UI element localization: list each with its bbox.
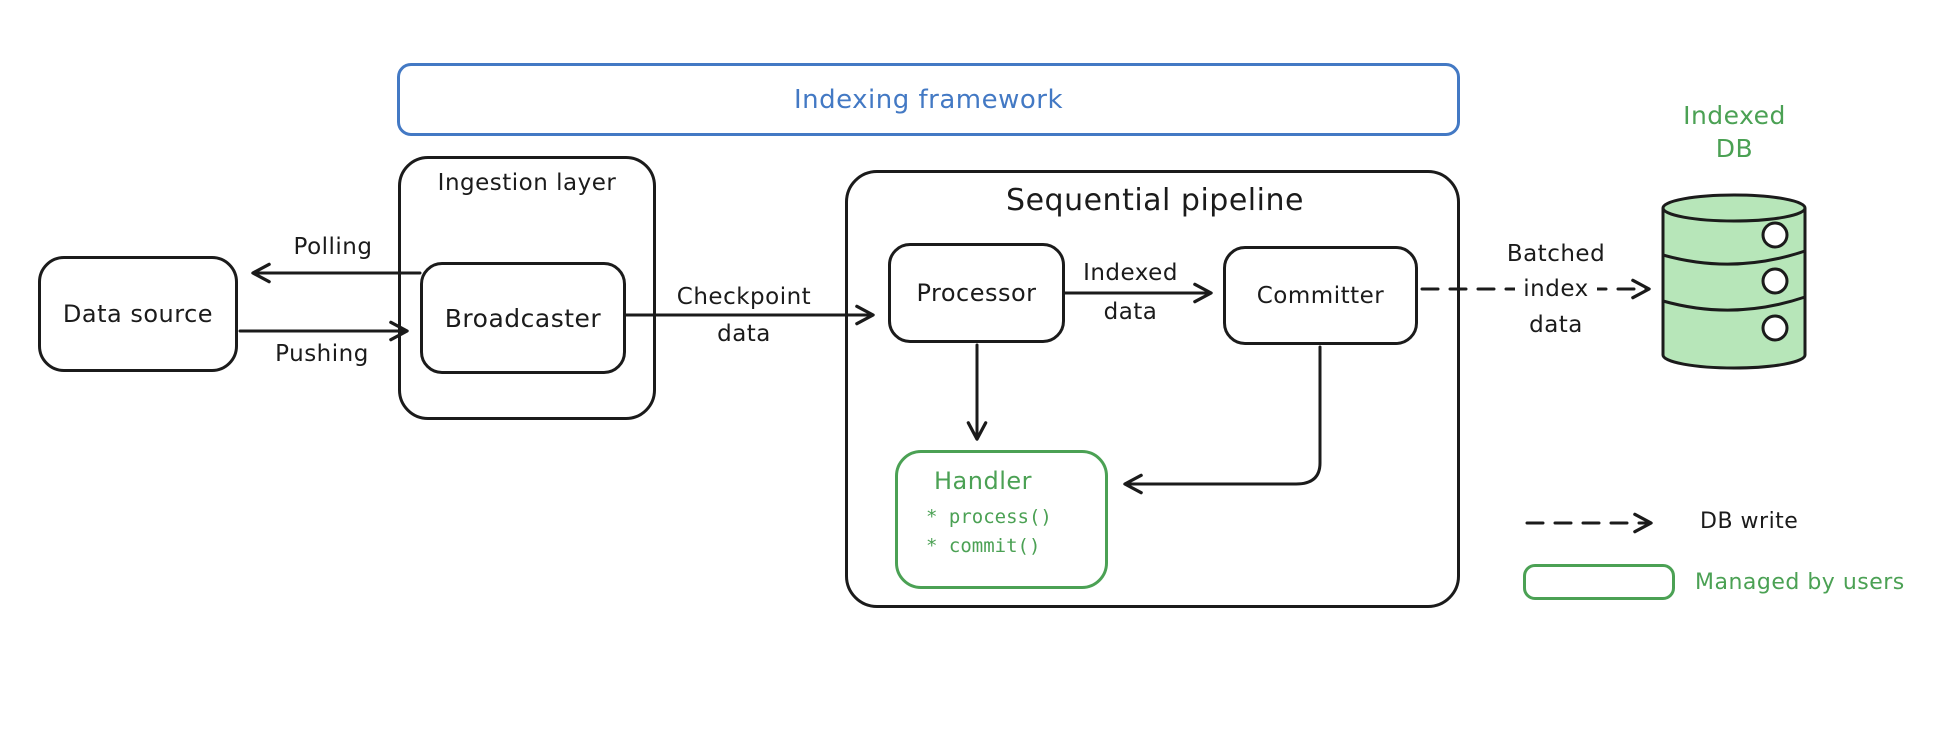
indexing-framework-frame: Indexing framework bbox=[397, 63, 1460, 136]
polling-label: Polling bbox=[293, 234, 373, 260]
indexed-data-label-line2: data bbox=[1103, 299, 1158, 325]
checkpoint-data-label-line2: data bbox=[717, 321, 771, 347]
batched-index-data-label-line2: index bbox=[1480, 276, 1632, 302]
indexed-db-label-line1: Indexed bbox=[1683, 101, 1786, 130]
batched-index-data-label-line2-text: index bbox=[1515, 276, 1597, 302]
database-icon bbox=[1661, 193, 1807, 370]
ingestion-layer-label: Ingestion layer bbox=[437, 170, 617, 196]
ingestion-layer-node bbox=[398, 156, 656, 420]
indexed-db-label-line2: DB bbox=[1715, 133, 1754, 163]
indexed-db-label: Indexed DB bbox=[1662, 100, 1807, 165]
committer-label: Committer bbox=[1256, 282, 1385, 309]
sequential-pipeline-node bbox=[845, 170, 1460, 608]
db-disk-dot-2 bbox=[1761, 267, 1789, 295]
data-source-label: Data source bbox=[62, 300, 214, 328]
handler-node: Handler * process() * commit() bbox=[895, 450, 1108, 589]
batched-index-data-label-line1: Batched bbox=[1506, 241, 1606, 267]
batched-index-data-label-line3: data bbox=[1529, 312, 1583, 338]
sequential-pipeline-label: Sequential pipeline bbox=[1006, 183, 1304, 218]
db-separator-1 bbox=[1662, 249, 1806, 266]
broadcaster-node: Broadcaster bbox=[420, 262, 626, 374]
db-top bbox=[1661, 193, 1807, 223]
legend-db-write-label: DB write bbox=[1700, 509, 1799, 534]
data-source-node: Data source bbox=[38, 256, 238, 372]
db-disk-dot-3 bbox=[1761, 314, 1789, 342]
processor-node: Processor bbox=[888, 243, 1065, 343]
broadcaster-label: Broadcaster bbox=[444, 303, 602, 333]
handler-method-process: * process() bbox=[926, 506, 1052, 528]
committer-node: Committer bbox=[1223, 246, 1418, 345]
checkpoint-data-label-line1: Checkpoint bbox=[676, 284, 812, 310]
indexed-data-label-line1: Indexed bbox=[1083, 260, 1178, 286]
processor-label: Processor bbox=[916, 279, 1037, 307]
handler-title: Handler bbox=[934, 467, 1032, 495]
db-disk-dot-1 bbox=[1761, 221, 1789, 249]
db-separator-2 bbox=[1662, 295, 1806, 312]
indexing-framework-title: Indexing framework bbox=[793, 84, 1064, 115]
pushing-label: Pushing bbox=[275, 341, 369, 367]
legend-managed-by-users-label: Managed by users bbox=[1695, 570, 1905, 595]
legend-managed-swatch bbox=[1523, 564, 1675, 600]
handler-method-commit: * commit() bbox=[926, 535, 1041, 558]
